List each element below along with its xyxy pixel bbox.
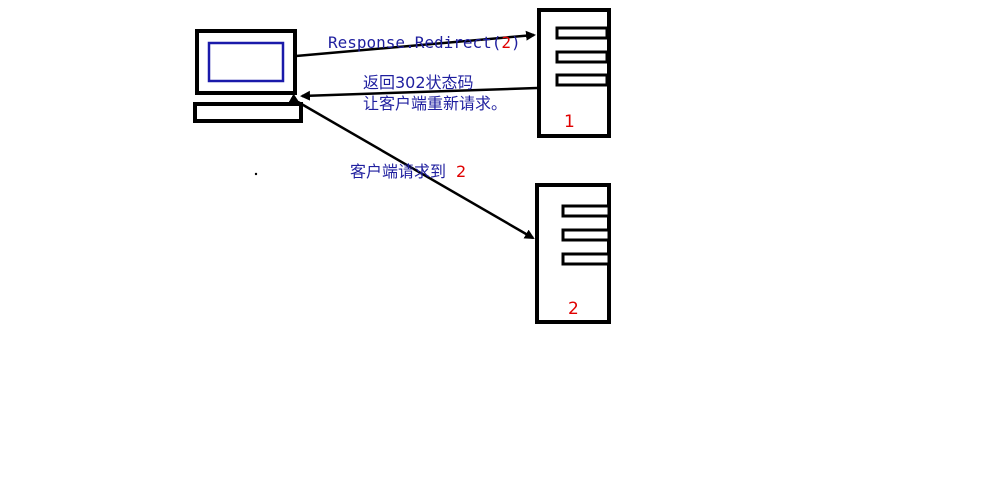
client-request-label: 客户端请求到 2 <box>350 162 466 181</box>
retry-request-label: 让客户端重新请求。 <box>363 94 507 113</box>
redirect-close: ) <box>511 33 521 52</box>
server-1-icon <box>537 8 611 138</box>
status-302-label: 返回302状态码 <box>363 73 474 92</box>
server-1-label: 1 <box>564 112 575 132</box>
redirect-request-arrow <box>295 30 536 58</box>
redirect-call-text: Response.Redirect( <box>328 33 501 52</box>
redirect-call-label: Response.Redirect(2) <box>328 33 521 52</box>
client-to-server-2-arrow <box>288 93 535 240</box>
client-request-text: 客户端请求到 <box>350 162 446 181</box>
server-2-label: 2 <box>568 299 579 319</box>
server-2-icon <box>535 183 611 324</box>
stray-dot <box>254 172 258 176</box>
redirect-arg: 2 <box>501 33 511 52</box>
client-computer-icon <box>193 29 303 123</box>
client-request-target: 2 <box>456 162 466 181</box>
